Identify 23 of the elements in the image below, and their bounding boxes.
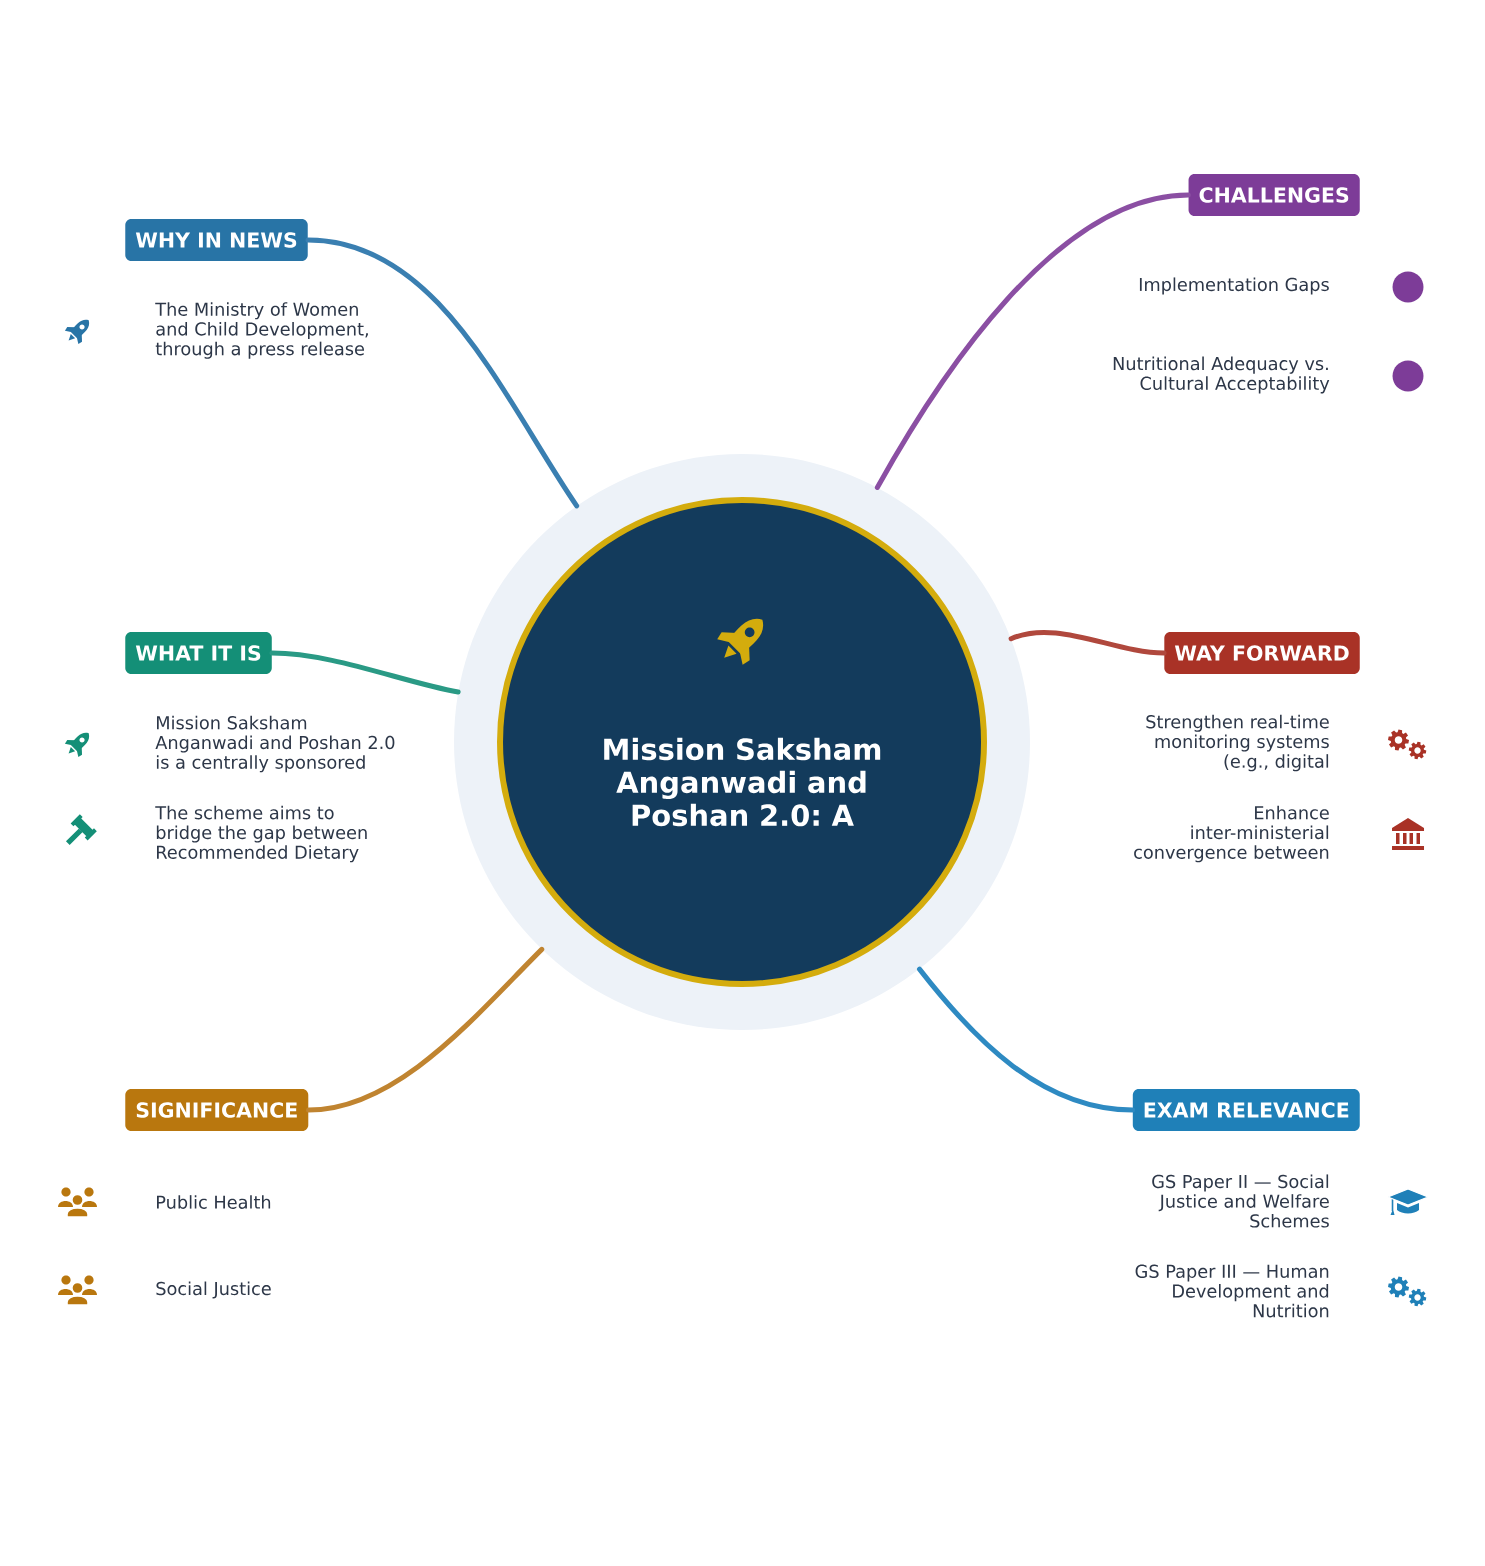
branch-line (305, 237, 580, 509)
branch-line (306, 946, 545, 1113)
item-text: Social Justice (156, 1281, 271, 1299)
item-text: The Ministry of Women and Child Development, through a press release (155, 302, 368, 359)
item-text: Nutritional Adequacy vs. Cultural Acceptability (1113, 356, 1330, 394)
item-text: Strengthen real-time monitoring systems (e.g., digital (1146, 714, 1329, 772)
branch-line (269, 650, 461, 695)
heading-badge: EXAM RELEVANCE (1132, 1089, 1360, 1131)
heading-badge: WHAT IT IS (125, 632, 272, 674)
item-text: GS Paper III — Human Development and Nutrition (1135, 1264, 1329, 1318)
branch-line (874, 192, 1191, 490)
heading-badge: WHY IN NEWS (125, 219, 308, 261)
heading-badge: CHALLENGES (1188, 174, 1360, 216)
item-text: Mission Saksham Anganwadi and Poshan 2.0 is a centrally sponsored (155, 715, 395, 773)
item-text: GS Paper II — Social Justice and Welfare Schemes (1152, 1174, 1329, 1228)
item-text: Public Health (157, 1195, 271, 1209)
branch-line (1008, 629, 1167, 656)
heading-badge: WAY FORWARD (1164, 632, 1360, 674)
item-text: Enhance inter-ministerial convergence between (1134, 805, 1329, 863)
item-text: The scheme aims to bridge the gap between Recommended Dietary (155, 805, 367, 863)
heading-badge: SIGNIFICANCE (125, 1089, 309, 1131)
item-text: Implementation Gaps (1139, 277, 1329, 295)
branch-line (917, 966, 1136, 1113)
